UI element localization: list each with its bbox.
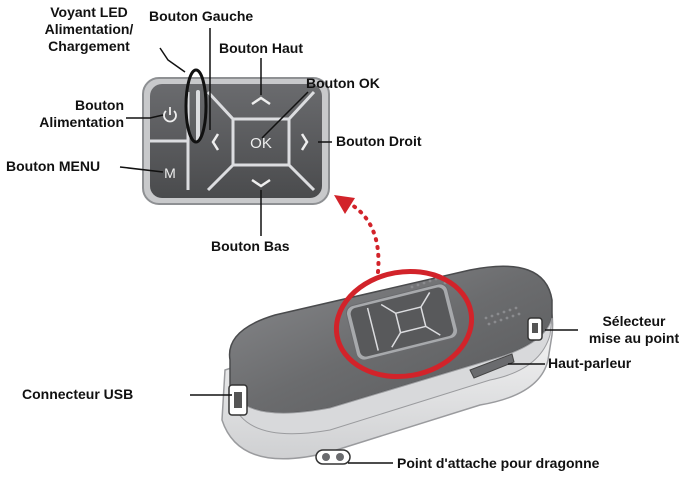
- up-chevron-icon: [251, 96, 271, 106]
- down-chevron-icon: [251, 178, 271, 188]
- menu-glyph: M: [164, 165, 176, 181]
- power-icon: [163, 107, 177, 123]
- keypad-panel: [150, 84, 322, 198]
- label-bouton-alimentation-line2: Alimentation: [39, 114, 124, 130]
- led-highlight-ellipse: [184, 68, 208, 144]
- label-bouton-bas: Bouton Bas: [211, 238, 290, 254]
- label-selecteur-line1: Sélecteur: [602, 313, 666, 329]
- zoom-arrowhead: [334, 195, 355, 214]
- label-voyant-led: Voyant LED Alimentation/ Chargement: [22, 4, 156, 55]
- zoom-dotted-arrow: [350, 203, 381, 274]
- side-speaker: [469, 353, 515, 379]
- label-haut-parleur: Haut-parleur: [548, 355, 632, 371]
- leader-bouton-alimentation: [126, 114, 164, 119]
- keypad-leader-lines: [119, 28, 332, 236]
- label-voyant-led-line2: Alimentation/: [44, 21, 134, 37]
- speaker-grille-right: [484, 306, 521, 326]
- label-bouton-ok: Bouton OK: [306, 75, 380, 91]
- label-selecteur: Sélecteur mise au point: [576, 313, 692, 347]
- camera-device: [221, 265, 554, 465]
- device-leader-lines: [190, 329, 578, 464]
- label-selecteur-line2: mise au point: [588, 330, 680, 346]
- label-bouton-alimentation-line1: Bouton: [75, 97, 124, 113]
- ok-label: OK: [250, 135, 272, 152]
- strap-anchor: [315, 449, 351, 465]
- keypad-callout-ellipse: [333, 268, 475, 380]
- label-connecteur-usb: Connecteur USB: [22, 386, 134, 402]
- label-bouton-haut: Bouton Haut: [219, 40, 303, 56]
- label-point-attache: Point d'attache pour dragonne: [397, 455, 600, 471]
- leader-voyant-led: [159, 47, 186, 73]
- leader-bouton-ok: [261, 91, 309, 139]
- label-voyant-led-line1: Voyant LED: [50, 4, 128, 20]
- label-bouton-menu: Bouton MENU: [6, 158, 101, 174]
- right-chevron-icon: [300, 133, 309, 151]
- label-bouton-droit: Bouton Droit: [336, 133, 422, 149]
- device-keypad: [345, 283, 459, 361]
- label-bouton-gauche: Bouton Gauche: [149, 8, 254, 24]
- label-voyant-led-line3: Chargement: [48, 38, 130, 54]
- device-side-rim: [229, 317, 553, 435]
- keypad-enlarged: OK M: [142, 68, 330, 205]
- label-bouton-alimentation: Bouton Alimentation: [14, 97, 124, 131]
- ok-button-square: [231, 117, 291, 167]
- left-chevron-icon: [211, 133, 220, 151]
- leader-bouton-menu: [119, 166, 164, 173]
